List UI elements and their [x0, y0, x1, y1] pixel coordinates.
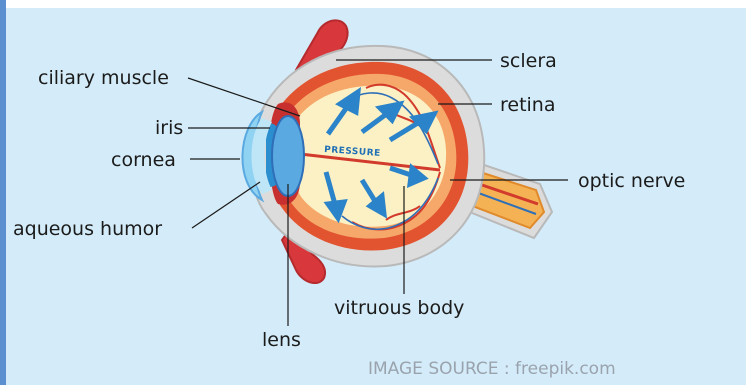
label-vitruous-body: vitruous body — [334, 297, 464, 319]
leader-aqueous — [192, 182, 260, 228]
image-source: IMAGE SOURCE : freepik.com — [368, 359, 616, 379]
label-iris: iris — [155, 117, 183, 139]
label-aqueous-humor: aqueous humor — [13, 218, 162, 240]
label-ciliary-muscle: ciliary muscle — [38, 67, 169, 89]
label-sclera: sclera — [500, 50, 557, 72]
label-retina: retina — [500, 94, 556, 116]
label-optic-nerve: optic nerve — [578, 170, 685, 192]
label-lens: lens — [262, 329, 301, 351]
label-cornea: cornea — [111, 149, 176, 171]
